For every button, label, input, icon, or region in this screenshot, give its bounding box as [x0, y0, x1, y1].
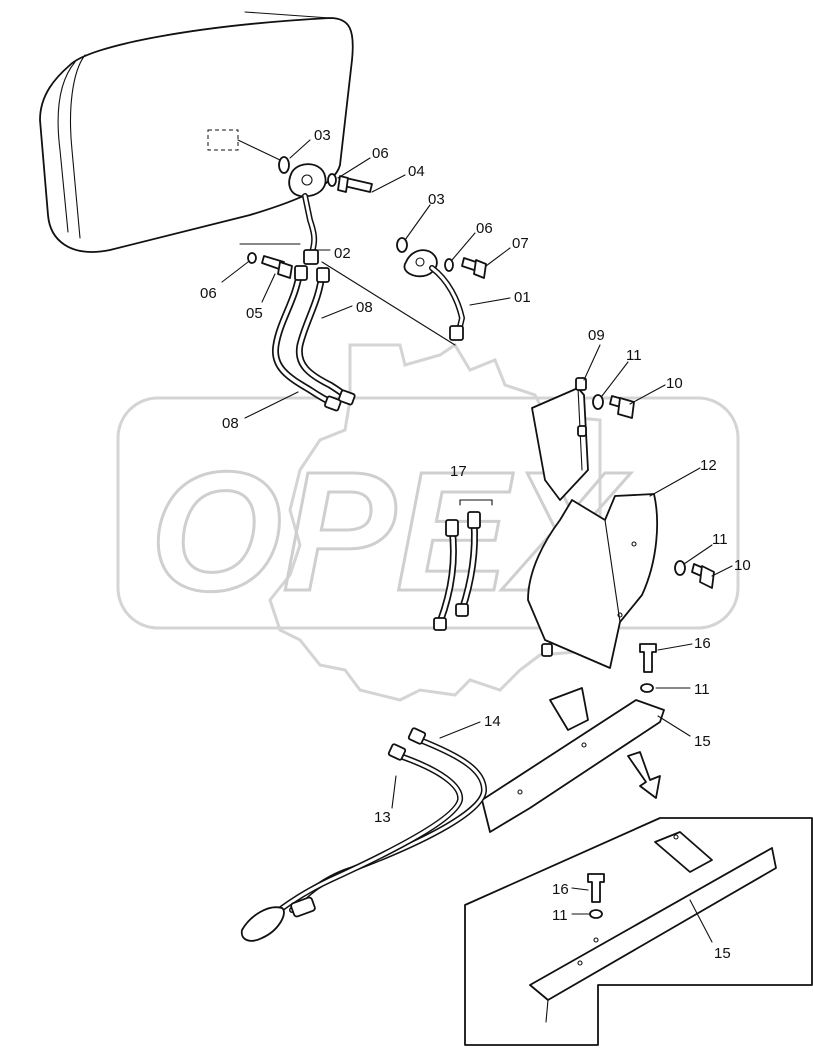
watermark-gear — [268, 342, 602, 702]
callout-01: 01 — [514, 289, 531, 306]
hose-17-pair — [433, 499, 493, 631]
callout-15b: 15 — [714, 945, 731, 962]
callout-02: 02 — [334, 245, 351, 262]
bolt-16a-washer-11c — [639, 643, 657, 693]
callout-03a: 03 — [314, 127, 331, 144]
callout-15a: 15 — [694, 733, 711, 750]
callout-08a: 08 — [356, 299, 373, 316]
return-pipe-01 — [403, 249, 465, 341]
arrow-down — [627, 751, 661, 799]
callout-13: 13 — [374, 809, 391, 826]
callout-04: 04 — [408, 163, 425, 180]
callout-06c: 06 — [200, 285, 217, 302]
washer-bolt-10b — [674, 560, 715, 589]
bracket-09 — [531, 377, 589, 501]
suction-pipe-02 — [239, 163, 456, 346]
hydraulic-tank — [39, 11, 354, 253]
washer-06b — [444, 258, 454, 272]
callout-11a: 11 — [626, 347, 642, 364]
callout-14: 14 — [484, 713, 501, 730]
callout-11c: 11 — [694, 681, 710, 698]
inset-detail — [464, 817, 813, 1046]
callout-16b: 16 — [552, 881, 569, 898]
callout-12: 12 — [700, 457, 717, 474]
pipes-13-14 — [240, 727, 487, 942]
leader-lines — [221, 139, 733, 943]
callout-06b: 06 — [476, 220, 493, 237]
callout-07: 07 — [512, 235, 529, 252]
callout-10a: 10 — [666, 375, 683, 392]
washer-06c — [247, 252, 257, 264]
callout-16a: 16 — [694, 635, 711, 652]
callout-labels: 03 06 04 03 06 07 02 01 06 05 08 08 09 1… — [200, 127, 751, 962]
support-15-upper — [481, 687, 665, 833]
hose-08-pair — [271, 265, 356, 412]
o-ring-03a — [278, 156, 290, 174]
callout-06a: 06 — [372, 145, 389, 162]
callout-03b: 03 — [428, 191, 445, 208]
callout-08b: 08 — [222, 415, 239, 432]
cover-12 — [527, 493, 658, 669]
callout-11d: 11 — [552, 907, 568, 924]
washer-06a — [327, 173, 337, 187]
o-ring-03b — [396, 237, 408, 253]
callout-10b: 10 — [734, 557, 751, 574]
callout-17: 17 — [450, 463, 467, 480]
callout-11b: 11 — [712, 531, 728, 548]
top-fasteners — [247, 156, 487, 279]
callout-09: 09 — [588, 327, 605, 344]
washer-bolt-10a — [592, 394, 635, 419]
watermark-frame — [116, 396, 740, 630]
callout-05: 05 — [246, 305, 263, 322]
